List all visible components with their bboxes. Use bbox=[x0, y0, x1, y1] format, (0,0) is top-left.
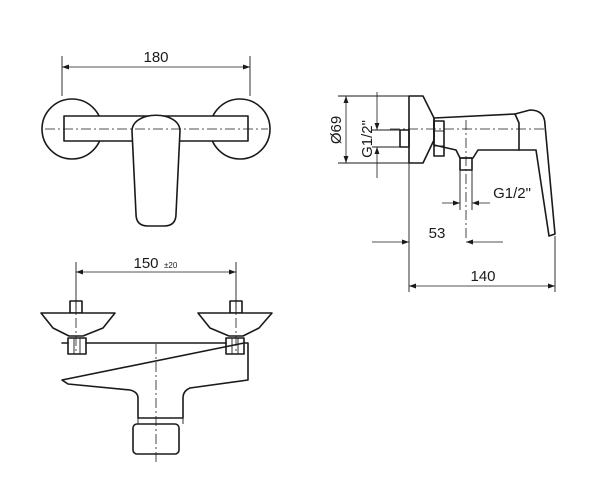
side-lever bbox=[514, 109, 556, 237]
dim-center-tolerance: ±20 bbox=[164, 261, 178, 270]
dim-thread-outlet: G1/2" bbox=[493, 185, 531, 202]
side-rosette bbox=[408, 95, 435, 164]
front-view: 180 bbox=[41, 49, 271, 227]
left-inlet-cap bbox=[40, 312, 116, 337]
dim-outlet-offset: 53 bbox=[429, 225, 446, 242]
dim-depth-total: 140 bbox=[470, 268, 495, 285]
dim-width-total: 180 bbox=[143, 49, 168, 66]
dim-rosette-diameter: Ø69 bbox=[328, 116, 345, 144]
side-nut bbox=[433, 120, 445, 157]
side-view: Ø69 G1/2" G1/2" 53 140 bbox=[328, 92, 556, 292]
side-inlet-connector bbox=[399, 129, 410, 148]
plan-body bbox=[61, 342, 249, 419]
plan-view: 150 ±20 bbox=[40, 255, 273, 462]
side-body bbox=[433, 113, 520, 159]
dim-center-distance: 150 bbox=[133, 255, 158, 272]
front-lever bbox=[131, 114, 181, 227]
left-nut bbox=[67, 337, 87, 355]
dim-thread-inlet: G1/2" bbox=[359, 120, 376, 158]
right-inlet-cap bbox=[197, 312, 273, 337]
